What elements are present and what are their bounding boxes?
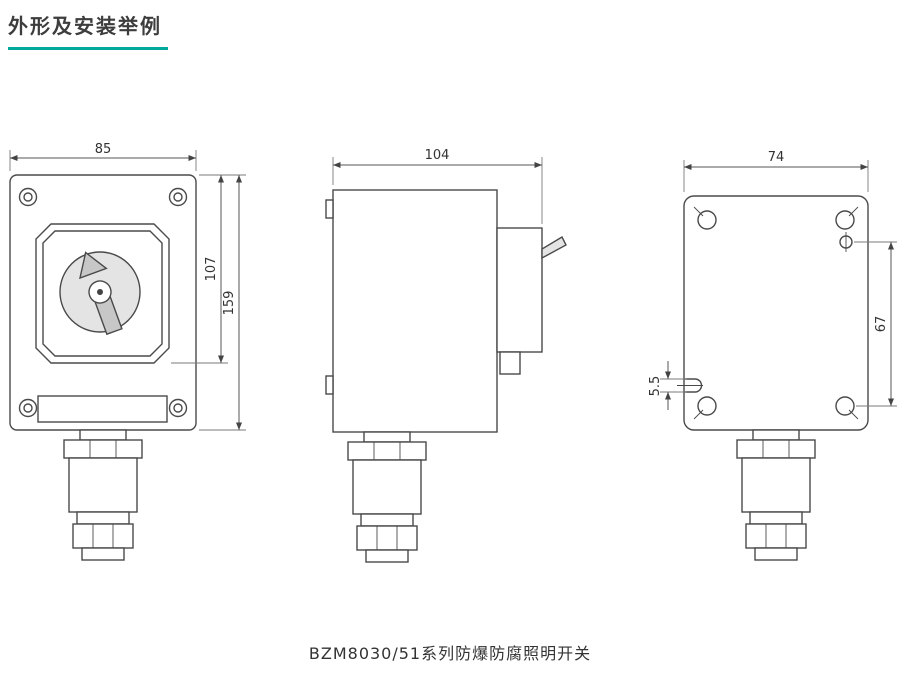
front-view-dimensions: 85 107 159	[9, 142, 246, 431]
front-corner-screws	[18, 187, 188, 418]
dim-front-height-label: 159	[222, 291, 237, 316]
dim-rear-width-label: 74	[768, 150, 785, 165]
dim-front-width-label: 85	[95, 142, 112, 157]
hinge-lug-bottom	[325, 375, 334, 395]
mounting-hole	[839, 232, 853, 252]
cable-gland	[347, 431, 427, 563]
page-header: 外形及安装举例	[8, 14, 168, 50]
switch-lever	[79, 251, 123, 336]
side-view-drawing	[325, 189, 567, 563]
side-view-dimensions: 104	[332, 148, 543, 224]
product-caption: BZM8030/51系列防爆防腐照明开关	[308, 644, 592, 663]
side-enclosure-body	[332, 189, 498, 433]
front-view-drawing	[9, 174, 197, 561]
page-title: 外形及安装举例	[8, 14, 162, 38]
hinge-lug-top	[325, 199, 334, 219]
dim-side-depth-label: 104	[425, 148, 450, 163]
switch-housing-step	[499, 351, 521, 375]
name-plate	[37, 395, 168, 423]
switch-housing-protrusion	[496, 227, 543, 353]
rear-view-dimensions: 74 67 5.5	[648, 150, 897, 410]
cable-gland	[63, 429, 143, 561]
keyhole-slot	[677, 378, 703, 393]
dim-front-inner-height-label: 107	[204, 257, 219, 282]
rear-corner-ears	[693, 206, 859, 420]
switch-lever-side	[541, 236, 567, 260]
rear-enclosure-body	[683, 195, 869, 431]
dim-rear-slot-width-label: 5.5	[648, 376, 663, 397]
cable-gland	[736, 429, 816, 561]
rear-view-drawing	[677, 195, 869, 561]
dim-rear-hole-spacing-label: 67	[874, 316, 889, 333]
title-underline	[8, 47, 168, 50]
